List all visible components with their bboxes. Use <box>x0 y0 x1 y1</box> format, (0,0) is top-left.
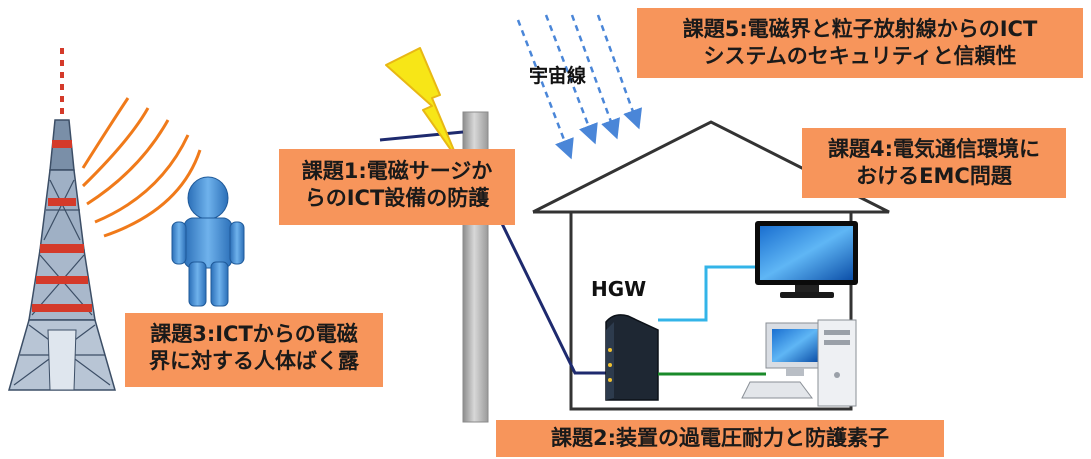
issue4-line1: 課題4:電気通信環境に <box>827 137 1040 161</box>
issue1-line2: らのICT設備の防護 <box>304 186 490 210</box>
person-icon <box>171 176 245 307</box>
issue3-line2: 界に対する人体ばく露 <box>149 349 359 373</box>
cosmic-ray-arrows <box>516 14 643 160</box>
issue3-line1: 課題3:ICTからの電磁 <box>150 322 358 346</box>
hgw-label: HGW <box>591 277 647 301</box>
lightning-bolt-icon <box>385 47 459 161</box>
issue1-line1: 課題1:電磁サージか <box>301 159 493 183</box>
issue2-callout: 課題2:装置の過電圧耐力と防護素子 <box>496 420 944 457</box>
issue5-line2: システムのセキュリティと信頼性 <box>703 44 1017 68</box>
issue5-line1: 課題5:電磁界と粒子放射線からのICT <box>682 17 1038 41</box>
issue4-line2: おけるEMC問題 <box>856 164 1012 188</box>
radio-wave-icon <box>81 97 202 238</box>
house-outline <box>532 120 890 411</box>
hgw-tv-cable <box>658 265 760 322</box>
issue5-callout: 課題5:電磁界と粒子放射線からのICT システムのセキュリティと信頼性 <box>637 8 1083 78</box>
hgw-router-icon <box>605 314 659 401</box>
issue4-callout: 課題4:電気通信環境に おけるEMC問題 <box>802 128 1066 198</box>
desktop-computer-icon <box>741 319 857 407</box>
broadcast-tower-icon <box>8 48 116 391</box>
overhead-cable <box>379 130 464 142</box>
issue2-line1: 課題2:装置の過電圧耐力と防護素子 <box>550 426 889 450</box>
issue1-callout: 課題1:電磁サージか らのICT設備の防護 <box>279 149 515 225</box>
television-icon <box>755 221 858 298</box>
drop-cable <box>486 194 612 375</box>
issue3-callout: 課題3:ICTからの電磁 界に対する人体ばく露 <box>125 313 383 387</box>
cosmic-rays-label: 宇宙線 <box>529 65 587 87</box>
